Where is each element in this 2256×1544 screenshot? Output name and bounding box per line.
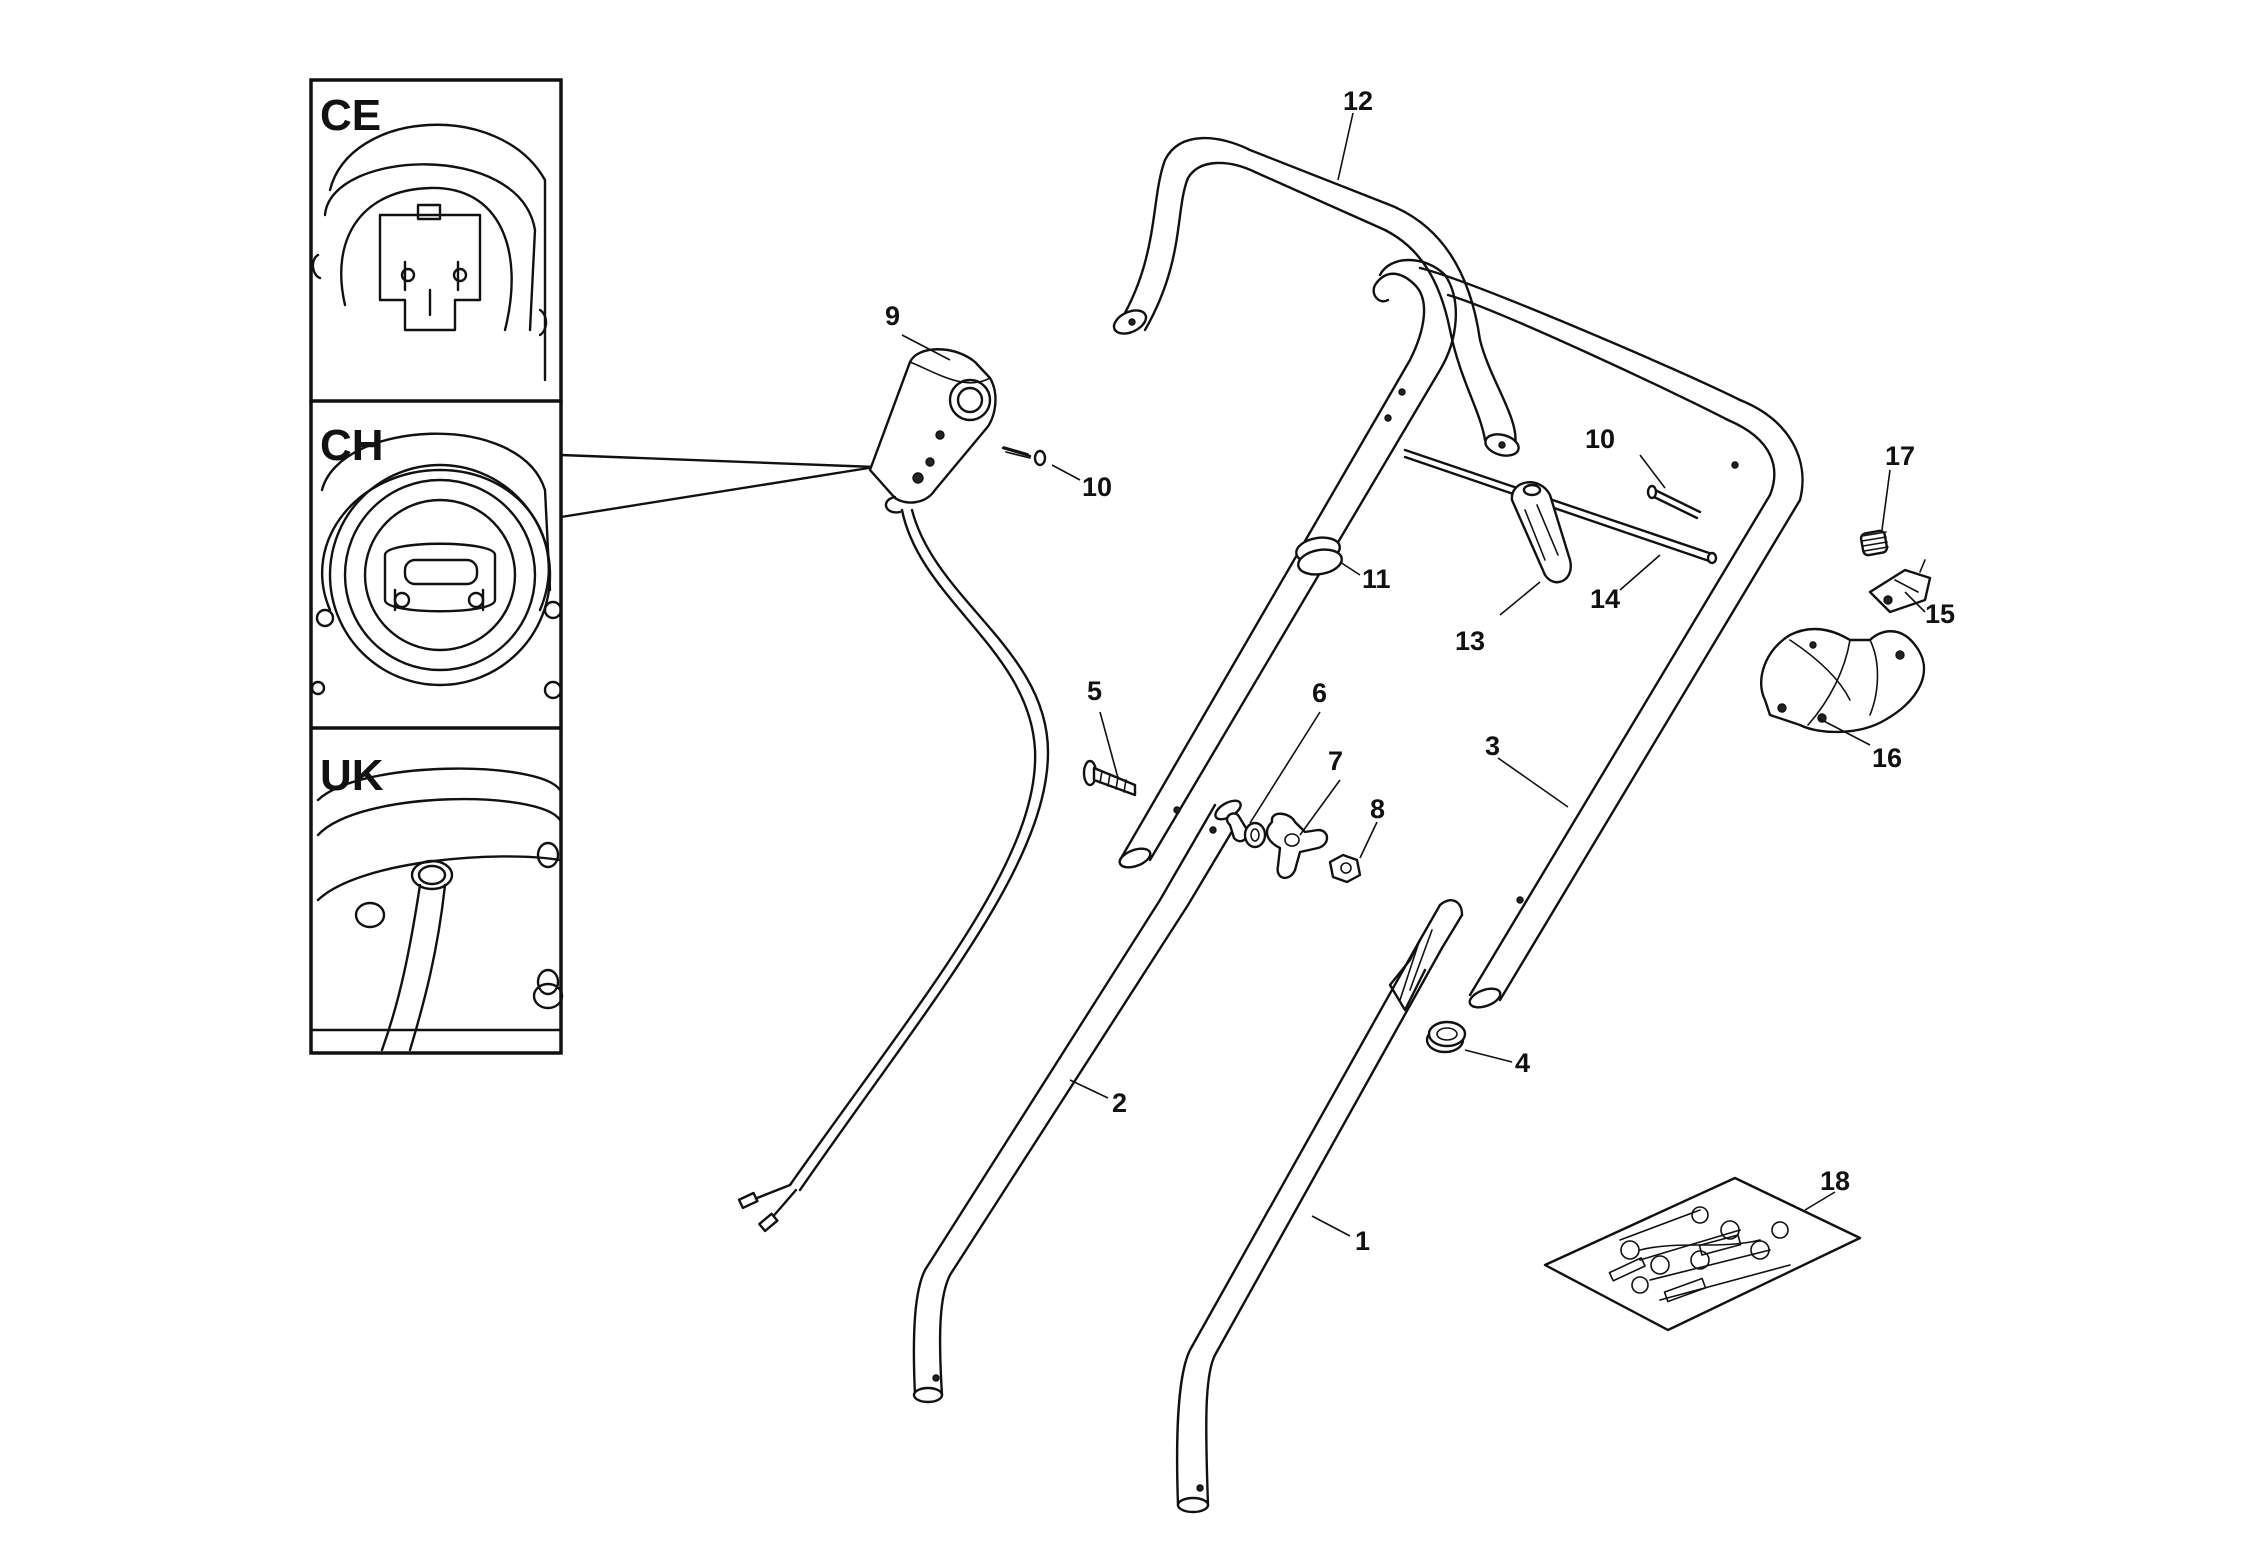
callout-16: 16: [1872, 743, 1902, 773]
part-16-bracket: [1760, 627, 1926, 734]
inset-ce: [311, 123, 548, 382]
part-9-socket-box: [868, 348, 997, 514]
leader-lines: [901, 112, 1926, 1237]
part-6-washer: [1225, 812, 1267, 849]
inset-label-ce: CE: [320, 91, 381, 140]
part-10-screw-left: [1001, 446, 1047, 467]
callout-3: 3: [1485, 731, 1500, 761]
part-3-main-frame: [1118, 258, 1804, 1009]
inset-ch: [310, 432, 563, 700]
callout-10-left: 10: [1082, 472, 1112, 502]
power-cable: [737, 508, 1050, 1233]
callout-12: 12: [1343, 86, 1373, 116]
inset-uk: [309, 767, 564, 1052]
callout-4: 4: [1515, 1048, 1530, 1078]
callout-5: 5: [1087, 676, 1102, 706]
inset-label-ch: CH: [320, 421, 384, 470]
part-4-cap: [1425, 1020, 1467, 1054]
callout-numbers: 12 9 10 10 17 15 16 11 13 14 5 6 7 8 3 4…: [885, 86, 1955, 1256]
part-11-sleeve: [1295, 536, 1343, 576]
part-2-left-lower-tube: [912, 799, 1242, 1404]
inset-frame: [309, 78, 563, 1055]
callout-18: 18: [1820, 1166, 1850, 1196]
plug-variant-insets: CE CH UK: [309, 78, 877, 1055]
callout-2: 2: [1112, 1088, 1127, 1118]
part-17-spring: [1859, 529, 1889, 557]
part-12-upper-handle: [1112, 136, 1520, 457]
part-5-bolt: [1082, 759, 1137, 797]
callout-17: 17: [1885, 441, 1915, 471]
part-18-hardware-bag: [1543, 1176, 1862, 1332]
callout-1: 1: [1355, 1226, 1370, 1256]
callout-11: 11: [1362, 564, 1391, 594]
callout-7: 7: [1328, 746, 1343, 776]
part-13-cable-guide: [1510, 481, 1572, 584]
inset-label-uk: UK: [320, 751, 384, 800]
part-14-rod: [1403, 448, 1718, 565]
callout-13: 13: [1455, 626, 1485, 656]
part-10-pin-right: [1646, 484, 1702, 520]
callout-10-right: 10: [1585, 424, 1615, 454]
part-15-latch: [1868, 559, 1932, 614]
callout-15: 15: [1925, 599, 1955, 629]
part-8-nut: [1328, 853, 1362, 884]
callout-6: 6: [1312, 678, 1327, 708]
callout-14: 14: [1590, 584, 1620, 614]
part-7-star-knob: [1265, 812, 1329, 879]
part-1-right-lower-tube: [1175, 899, 1464, 1514]
callout-9: 9: [885, 301, 900, 331]
callout-8: 8: [1370, 794, 1385, 824]
